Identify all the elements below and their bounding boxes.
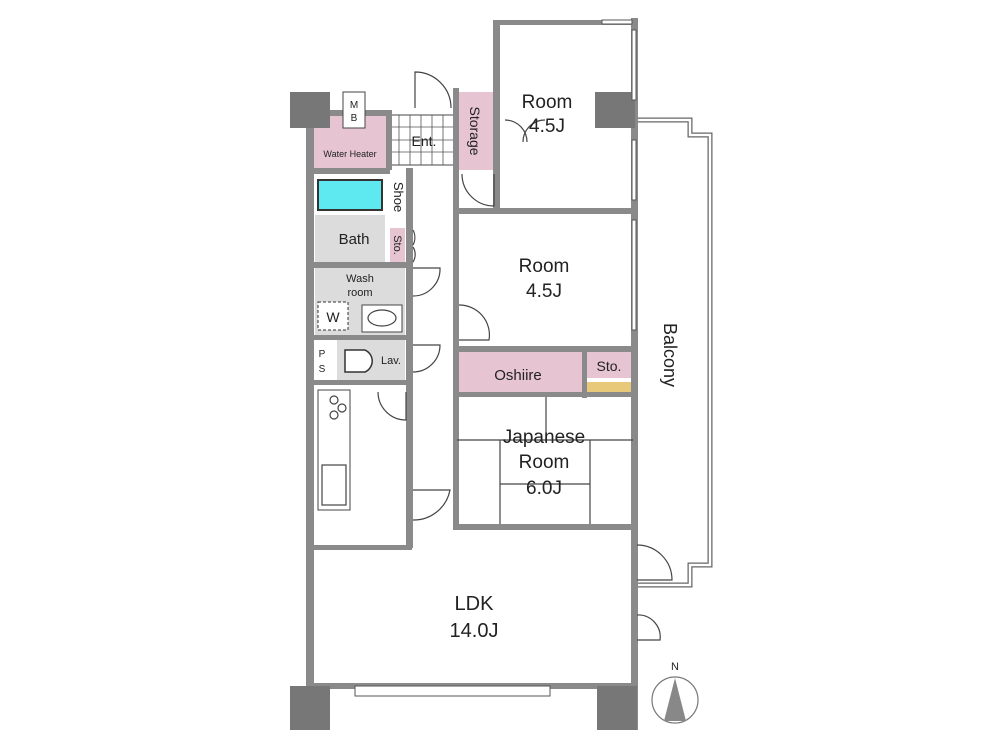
storage-area (457, 92, 493, 170)
meter-box (342, 91, 366, 129)
pillar (597, 686, 637, 730)
mb-label-b: B (351, 113, 358, 124)
mb-label-m: M (350, 100, 358, 111)
oshiire-label: Oshiire (494, 367, 542, 384)
window (631, 29, 637, 101)
balcony-label: Balcony (660, 323, 680, 387)
pillar (290, 686, 330, 730)
pillar (290, 92, 330, 128)
lav-label: Lav. (381, 355, 401, 367)
tatami-lines (457, 397, 633, 524)
oshiire-area (457, 352, 582, 392)
north-compass-icon: N (651, 661, 699, 724)
entrance-label: Ent. (412, 133, 437, 149)
bath-storage-area (390, 228, 405, 262)
window (631, 139, 637, 201)
japanese-room-name: Japanese (503, 427, 585, 448)
japanese-room-size: 6.0J (526, 478, 562, 499)
ldk-size: 14.0J (450, 620, 499, 642)
washer-label: W (326, 309, 340, 325)
toilet-icon (344, 349, 373, 373)
japanese-storage-area (587, 352, 632, 378)
ps-label-s: S (319, 364, 326, 375)
japanese-room-name2: Room (519, 452, 570, 473)
window (601, 19, 633, 25)
balcony: Balcony (637, 117, 713, 588)
water-heater-label: Water Heater (323, 149, 376, 159)
room-middle-name: Room (519, 256, 570, 277)
sink-icon (361, 304, 403, 333)
bathtub-icon (317, 179, 383, 211)
pillar (595, 92, 635, 128)
wash-room-label-1: Wash (346, 273, 374, 285)
room-middle-size: 4.5J (526, 281, 562, 302)
entrance-tiles (387, 114, 456, 166)
room-north-size: 4.5J (529, 116, 565, 137)
storage-label: Storage (467, 106, 483, 155)
ps-label-p: P (319, 349, 326, 360)
japanese-storage-label: Sto. (597, 358, 622, 374)
bath-storage-label: Sto. (391, 235, 403, 255)
bath-area (315, 215, 385, 262)
ldk-name: LDK (455, 593, 495, 615)
washer-space (317, 301, 349, 331)
window (631, 219, 637, 331)
room-north-name: Room (522, 92, 573, 113)
kitchen-counter (317, 389, 351, 511)
window (354, 685, 551, 697)
wash-room-label-2: room (347, 287, 372, 299)
shoe-label: Shoe (391, 182, 406, 212)
compass-north-label: N (671, 661, 679, 673)
doors (377, 71, 673, 641)
bath-label: Bath (339, 231, 370, 248)
